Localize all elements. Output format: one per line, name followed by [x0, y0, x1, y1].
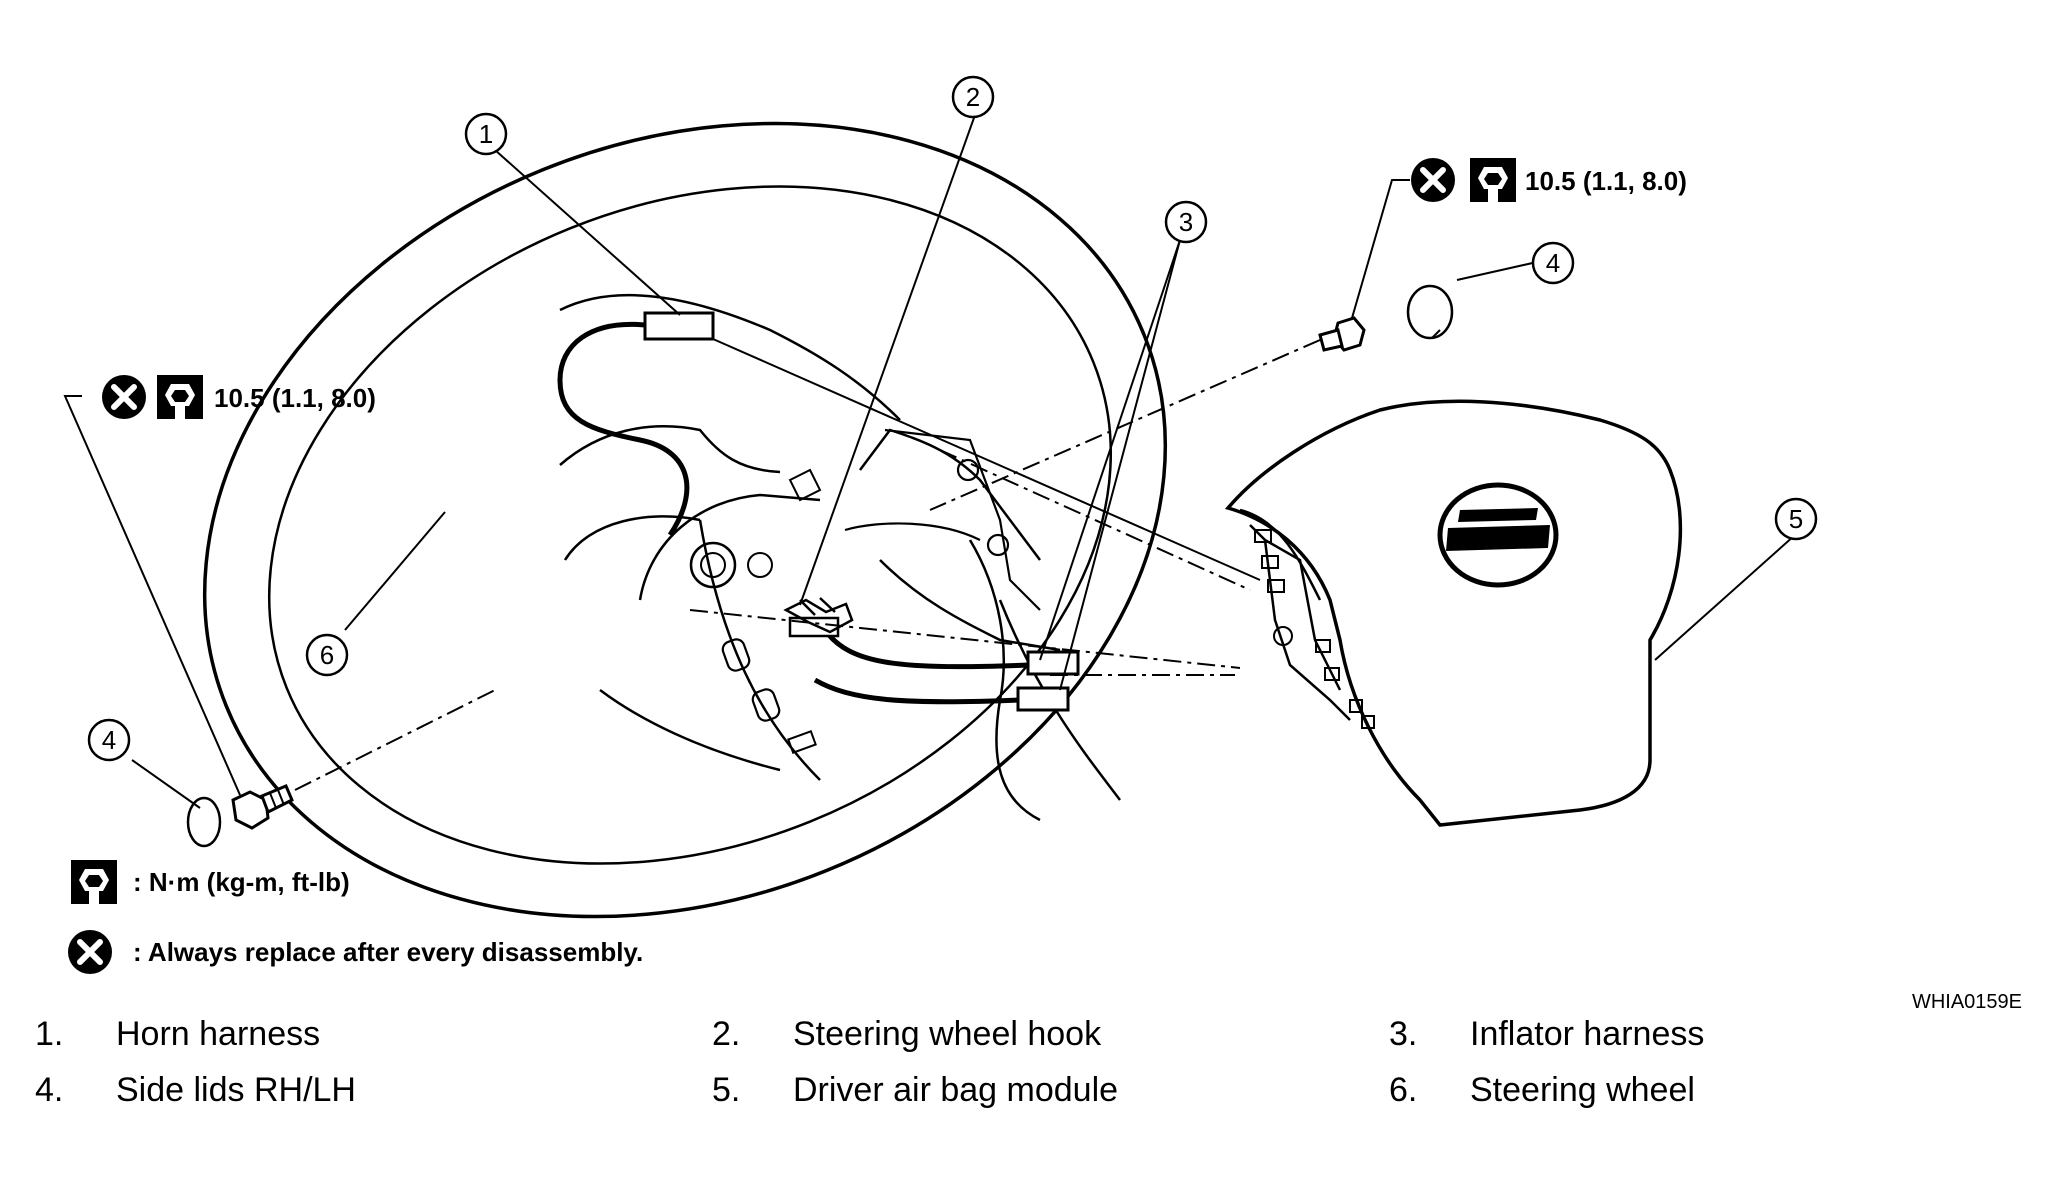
part-name: Driver air bag module — [793, 1071, 1119, 1109]
driver-air-bag-module — [1224, 399, 1683, 827]
replace-x-icon — [1411, 158, 1455, 202]
bolt-right — [1318, 316, 1366, 352]
figure-code: WHIA0159E — [1912, 991, 2022, 1013]
svg-text:4: 4 — [102, 725, 116, 755]
svg-text:6: 6 — [320, 640, 334, 670]
torque-wrench-icon — [1470, 158, 1516, 202]
svg-text:3: 3 — [1179, 207, 1193, 237]
svg-text:4: 4 — [1546, 248, 1560, 278]
part-number: 1. — [35, 1015, 64, 1053]
part-name: Side lids RH/LH — [116, 1071, 356, 1109]
svg-text:1: 1 — [479, 119, 493, 149]
torque-spec-right: 10.5 (1.1, 8.0) — [1411, 158, 1687, 202]
parts-list: 1. Horn harness 2. Steering wheel hook 3… — [0, 1000, 2051, 1120]
part-name: Steering wheel — [1470, 1071, 1695, 1109]
horn-harness — [557, 311, 715, 537]
legend-replace-note: : Always replace after every disassembly… — [133, 937, 643, 967]
torque-wrench-icon — [157, 375, 203, 419]
svg-text:5: 5 — [1789, 504, 1803, 534]
part-name: Inflator harness — [1470, 1015, 1705, 1053]
part-number: 2. — [712, 1015, 741, 1053]
part-name: Horn harness — [116, 1015, 321, 1053]
callout-5: 5 — [1774, 497, 1818, 541]
svg-text:10.5 (1.1, 8.0): 10.5 (1.1, 8.0) — [214, 383, 376, 413]
torque-spec-left: 10.5 (1.1, 8.0) — [102, 375, 376, 419]
legend-torque-unit: : N·m (kg-m, ft-lb) — [133, 867, 350, 897]
part-number: 6. — [1389, 1071, 1418, 1109]
replace-x-icon — [102, 375, 146, 419]
callout-4-left: 4 — [87, 718, 131, 762]
replace-x-icon — [68, 930, 112, 974]
svg-text:2: 2 — [966, 82, 980, 112]
callout-1: 1 — [464, 112, 508, 156]
side-lid-left — [186, 796, 222, 848]
torque-wrench-icon — [71, 860, 117, 904]
assembly-center-lines — [294, 339, 1321, 791]
svg-text:10.5 (1.1, 8.0): 10.5 (1.1, 8.0) — [1525, 166, 1687, 196]
part-number: 4. — [35, 1071, 64, 1109]
steering-wheel — [202, 121, 1168, 919]
part-number: 3. — [1389, 1015, 1418, 1053]
callout-4-right: 4 — [1531, 241, 1575, 285]
part-number: 5. — [712, 1071, 741, 1109]
part-name: Steering wheel hook — [793, 1015, 1102, 1053]
callout-6: 6 — [305, 633, 349, 677]
legend: : N·m (kg-m, ft-lb) : Always replace aft… — [68, 860, 643, 974]
steering-wheel-hook — [783, 597, 854, 634]
bolt-left — [231, 784, 294, 830]
callout-2: 2 — [951, 75, 995, 119]
side-lid-right — [1406, 284, 1454, 340]
inflator-harness — [788, 616, 1080, 712]
leader-lines — [63, 114, 1796, 809]
callout-3: 3 — [1164, 200, 1208, 244]
